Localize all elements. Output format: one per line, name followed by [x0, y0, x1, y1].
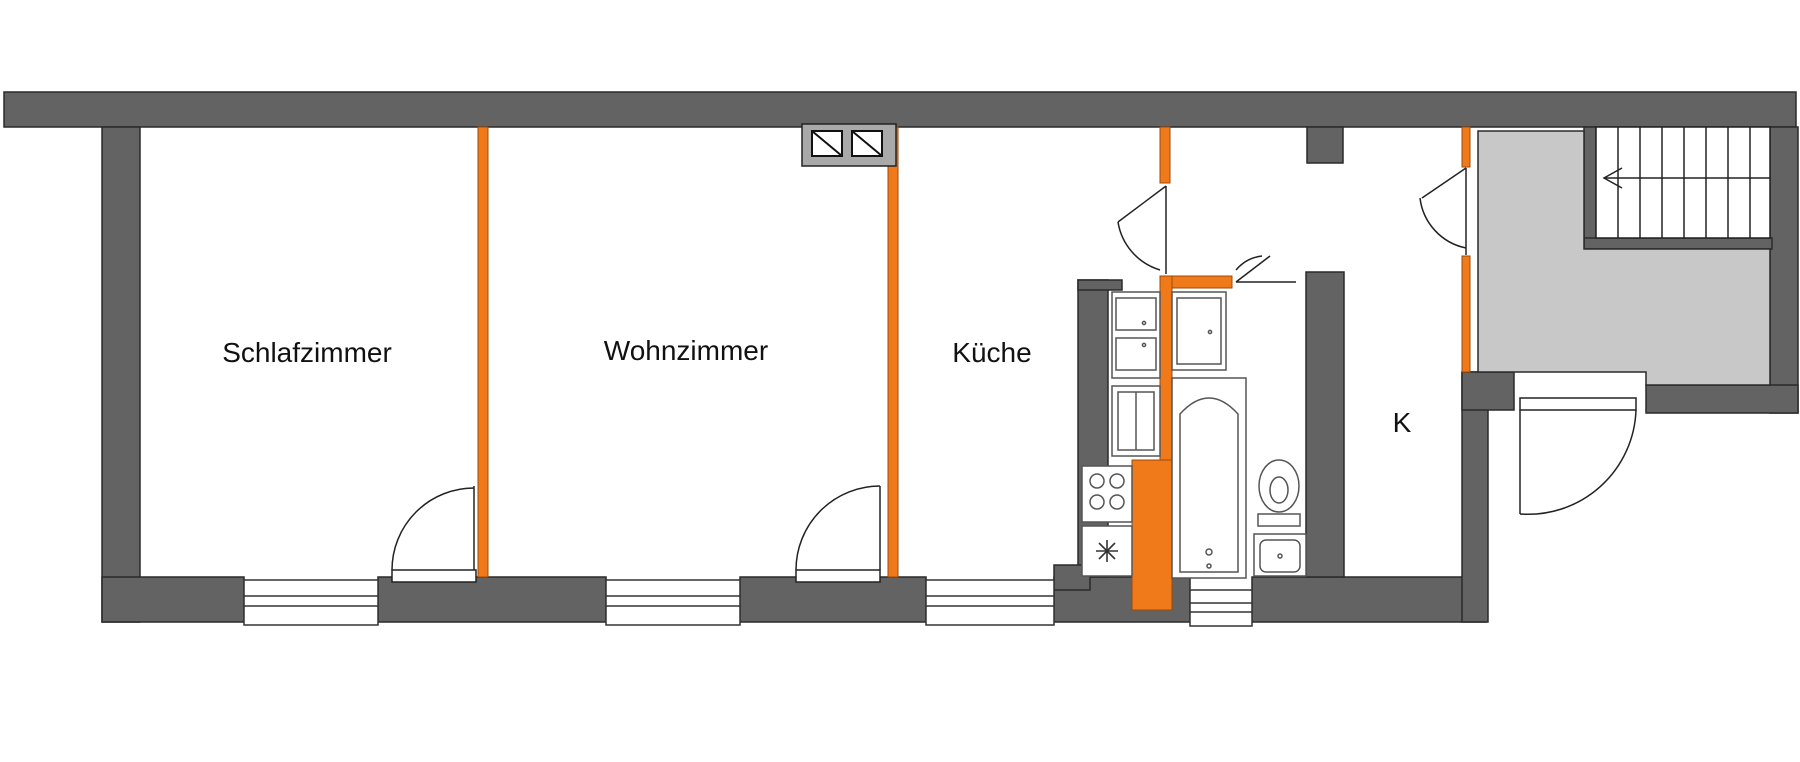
sink-drain-icon [1081, 525, 1133, 577]
window-wohnzimmer [605, 579, 741, 626]
doors [391, 167, 1637, 583]
stair-landing [1477, 130, 1771, 386]
partition-kitchen-hall [1159, 126, 1171, 184]
toilet-icon [1257, 459, 1301, 527]
wall-right [1769, 126, 1799, 414]
door-treppe [1519, 397, 1637, 516]
wall-bottom-5 [1251, 576, 1487, 623]
partition-stair-left-lower [1461, 255, 1471, 373]
room-label-kueche: Küche [952, 337, 1031, 368]
stair-area [1477, 126, 1771, 386]
windows [243, 579, 1253, 627]
partitions [477, 126, 1471, 611]
bathroom-fixtures [1171, 291, 1307, 579]
door-kueche-flur [1117, 185, 1167, 274]
chimney-icon [801, 123, 897, 167]
kitchen-cabinet-icon [1111, 291, 1161, 379]
stair-steps [1617, 127, 1751, 238]
bathtub-icon [1171, 377, 1247, 579]
window-schlafzimmer [243, 579, 379, 626]
door-bad [1235, 255, 1296, 283]
outer-walls [3, 91, 1799, 623]
wall-bottom-2 [377, 576, 607, 623]
partition-bath-block [1131, 459, 1173, 611]
wall-keller-right [1461, 371, 1489, 623]
stair-flight [1595, 126, 1771, 239]
window-kueche [925, 579, 1055, 626]
wall-stair-enclosure-left [1583, 126, 1597, 250]
wall-stair-bottom [1645, 384, 1799, 414]
wall-keller-left [1305, 271, 1345, 578]
stove-icon [1081, 465, 1133, 523]
wall-stair-entry [1461, 371, 1515, 411]
wall-bottom-1 [101, 576, 245, 623]
window-bad [1189, 589, 1253, 627]
door-keller [1419, 167, 1467, 255]
partition-stair-left-upper [1461, 126, 1471, 168]
room-label-wohnzimmer: Wohnzimmer [604, 335, 768, 366]
partition-living-kitchen [887, 126, 899, 578]
washbasin-icon [1253, 533, 1307, 577]
wall-top [3, 91, 1797, 128]
fridge-icon [1111, 385, 1161, 457]
room-label-keller: K [1393, 407, 1412, 438]
stair-direction-arrow-icon [1602, 167, 1770, 189]
bath-cabinet-icon [1171, 291, 1227, 371]
partition-bed-living [477, 126, 489, 578]
wall-bottom-3 [739, 576, 927, 623]
door-schlafzimmer [391, 486, 477, 583]
kitchen-fixtures [1081, 291, 1161, 577]
wall-bath-top [1077, 279, 1123, 291]
room-label-schlafzimmer: Schlafzimmer [222, 337, 392, 368]
door-wohnzimmer [795, 485, 881, 583]
wall-stair-enclosure-bottom [1583, 237, 1773, 250]
wall-pillar [1306, 126, 1344, 164]
wall-left [101, 126, 141, 623]
